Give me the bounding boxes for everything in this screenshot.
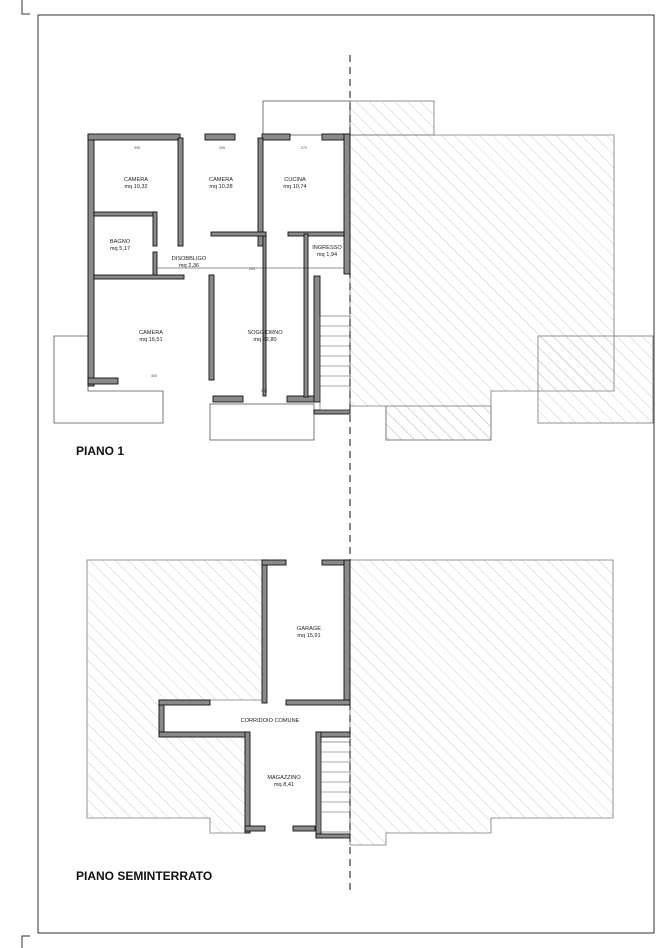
svg-text:BAGNO: BAGNO <box>110 239 131 245</box>
room-camera-2: CAMERA mq 10,28 <box>209 177 233 190</box>
balcony-top <box>262 100 351 136</box>
svg-text:mq 8,41: mq 8,41 <box>274 782 294 788</box>
svg-text:CUCINA: CUCINA <box>284 177 306 183</box>
exterior-walls <box>87 133 351 415</box>
svg-text:mq 16,51: mq 16,51 <box>139 337 162 343</box>
svg-text:mq 10,74: mq 10,74 <box>283 184 306 190</box>
svg-text:MAGAZZINO: MAGAZZINO <box>267 775 301 781</box>
adjacent-balcony-bottom <box>385 405 492 441</box>
svg-text:400: 400 <box>151 374 157 378</box>
floor-title-piano-seminterrato: PIANO SEMINTERRATO <box>76 869 212 883</box>
svg-text:339: 339 <box>134 146 140 150</box>
svg-text:CAMERA: CAMERA <box>139 330 163 336</box>
sheet-frame <box>21 0 655 948</box>
room-bagno: BAGNO mq 5,17 <box>110 239 131 252</box>
adjacent-balcony-top <box>349 100 435 136</box>
svg-text:mq 10,28: mq 10,28 <box>209 184 232 190</box>
dimension-marks: 339 299 273 400 280 203 <box>134 146 307 393</box>
svg-text:INGRESSO: INGRESSO <box>312 245 342 251</box>
svg-text:273: 273 <box>301 146 307 150</box>
svg-text:mq 15,91: mq 15,91 <box>297 633 320 639</box>
svg-text:DISOBBLIGO: DISOBBLIGO <box>172 256 207 262</box>
staircase-basement <box>320 741 351 833</box>
room-garage: GARAGE mq 15,91 <box>297 626 321 639</box>
svg-text:mq 2,36: mq 2,36 <box>179 263 199 269</box>
svg-text:CAMERA: CAMERA <box>124 177 148 183</box>
room-camera-1: CAMERA mq 10,32 <box>124 177 148 190</box>
room-camera-3: CAMERA mq 16,51 <box>139 330 163 343</box>
floor-title-piano-1: PIANO 1 <box>76 444 124 458</box>
hatched-area-right <box>349 559 614 846</box>
svg-text:203: 203 <box>249 267 255 271</box>
room-disobbligo: DISOBBLIGO mq 2,36 <box>172 256 207 269</box>
svg-text:CAMERA: CAMERA <box>209 177 233 183</box>
svg-text:mq 22,80: mq 22,80 <box>253 337 276 343</box>
interior-walls <box>93 137 345 398</box>
basement-walls <box>158 559 351 839</box>
floor-piano-1: CAMERA mq 10,32 CAMERA mq 10,28 CUCINA m… <box>53 100 654 458</box>
svg-text:GARAGE: GARAGE <box>297 626 321 632</box>
svg-text:299: 299 <box>219 146 225 150</box>
room-magazzino: MAGAZZINO mq 8,41 <box>267 775 301 788</box>
svg-text:280: 280 <box>261 389 267 393</box>
svg-text:mq 1,94: mq 1,94 <box>317 252 337 258</box>
svg-text:mq 10,32: mq 10,32 <box>124 184 147 190</box>
room-cucina: CUCINA mq 10,74 <box>283 177 306 190</box>
staircase-floor-1 <box>319 315 351 411</box>
hatched-area-left <box>86 559 264 834</box>
room-corridoio-comune: CORRIDOIO COMUNE <box>241 718 300 724</box>
balcony-bottom <box>209 403 315 441</box>
svg-text:CORRIDOIO COMUNE: CORRIDOIO COMUNE <box>241 718 300 724</box>
room-soggiorno: SOGGIORNO mq 22,80 <box>247 330 283 343</box>
svg-text:mq 5,17: mq 5,17 <box>110 246 130 252</box>
adjacent-balcony-right <box>537 335 654 424</box>
svg-text:SOGGIORNO: SOGGIORNO <box>247 330 283 336</box>
floor-piano-seminterrato: GARAGE mq 15,91 CORRIDOIO COMUNE MAGAZZI… <box>76 559 614 883</box>
room-ingresso: INGRESSO mq 1,94 <box>312 245 342 258</box>
